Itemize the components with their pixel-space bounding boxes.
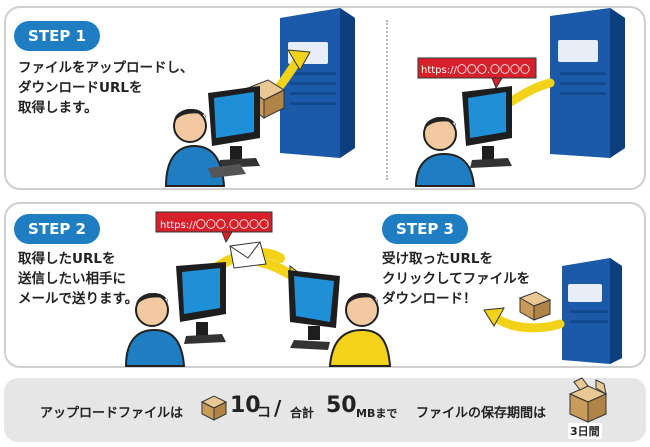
person-icon [164, 108, 246, 187]
total-label: 合計 [290, 406, 315, 420]
separator-slash: / [274, 396, 282, 420]
recipient-icon [328, 292, 392, 367]
url-tag-shape [155, 211, 273, 244]
step3-illustration [483, 258, 622, 364]
retention-label: ファイルの保存期間は [416, 406, 547, 421]
total-size-unit: MBまで [356, 407, 398, 420]
step1-illustration [164, 8, 355, 187]
panel-divider [386, 20, 388, 180]
step1-badge: STEP 1 [14, 21, 100, 51]
step3-description: 受け取ったURLを クリックしてファイルを ダウンロード！ [382, 251, 531, 307]
limits-bar [4, 378, 646, 442]
upload-limit-label: アップロードファイルは [40, 406, 184, 421]
download-arrow-icon [489, 311, 565, 333]
envelope-icon [229, 241, 267, 269]
package-icon [200, 395, 228, 421]
person-icon [124, 292, 186, 367]
package-icon [518, 291, 552, 321]
retention-badge: 3日間 [568, 423, 602, 439]
step2-badge: STEP 2 [14, 214, 100, 244]
url-tag-shape [417, 57, 537, 90]
step3-badge: STEP 3 [382, 214, 468, 244]
file-count: 10 [230, 393, 261, 418]
step1-url-illustration [414, 8, 625, 187]
step1-description: ファイルをアップロードし、 ダウンロードURLを 取得します。 [18, 60, 194, 116]
monitor-icon [288, 270, 340, 350]
url-tag-text-2: https://〇〇〇.〇〇〇〇 [160, 220, 270, 231]
monitor-icon [176, 262, 226, 344]
url-tag-text: https://〇〇〇.〇〇〇〇 [421, 65, 531, 76]
step2-illustration [124, 211, 392, 367]
file-count-unit: コ [257, 405, 271, 421]
server-icon [550, 8, 625, 158]
monitor-icon [208, 86, 260, 168]
monitor-icon [462, 86, 512, 168]
server-icon [280, 8, 355, 158]
server-icon [562, 258, 622, 364]
total-size: 50 [326, 393, 357, 418]
person-icon [414, 116, 476, 187]
calendar-box-icon [568, 377, 608, 423]
step2-description: 取得したURLを 送信したい相手に メールで送ります。 [18, 251, 139, 307]
